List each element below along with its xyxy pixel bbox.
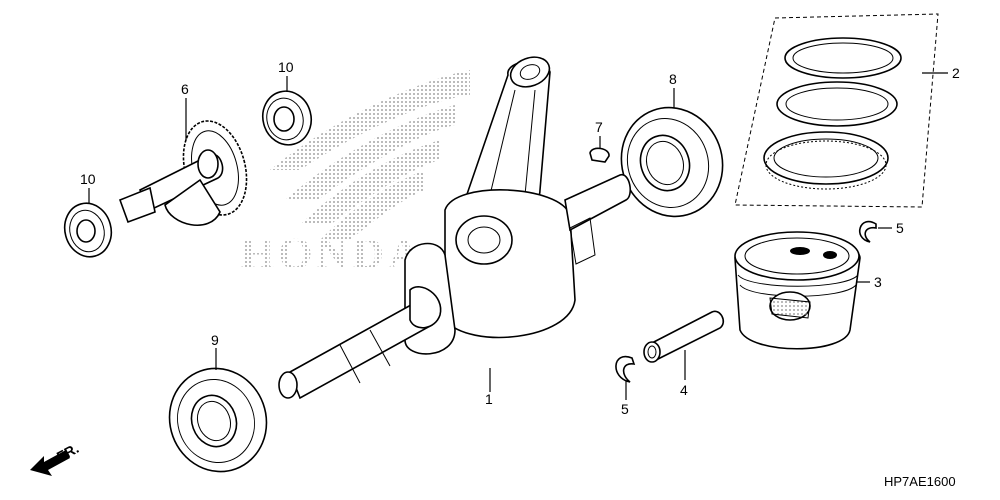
clip-right [858, 220, 877, 243]
front-direction-indicator: FR. [30, 440, 81, 476]
crankshaft-assembly [278, 56, 632, 400]
callout-piston: 3 [874, 274, 882, 290]
front-arrow-icon [30, 450, 70, 476]
piston-ring-box [734, 13, 939, 208]
bearing-left [168, 367, 268, 473]
woodruff-key [589, 147, 610, 163]
callout-clip-right: 5 [896, 220, 904, 236]
callout-piston-rings: 2 [952, 65, 960, 81]
honda-wing-logo: HONDA [240, 70, 470, 278]
callout-bearing-top: 10 [278, 59, 294, 75]
callout-bearing-right: 8 [669, 71, 677, 87]
callout-bearing-left: 9 [211, 332, 219, 348]
piston [734, 231, 861, 350]
callout-woodruff-key: 7 [595, 119, 603, 135]
callout-balancer-shaft: 6 [181, 81, 189, 97]
clip-bottom [615, 355, 636, 383]
diagram-code: HP7AE1600 [884, 474, 956, 489]
callout-piston-pin: 4 [680, 382, 688, 398]
callout-crankshaft: 1 [485, 391, 493, 407]
piston-pin [643, 310, 725, 363]
piston-rings [763, 37, 902, 190]
balancer-shaft [118, 120, 248, 227]
bearing-right [620, 106, 724, 218]
bearing-small-left [63, 202, 113, 258]
leader-lines [88, 72, 948, 400]
callout-clip-bottom: 5 [621, 401, 629, 417]
honda-watermark-text: HONDA [240, 229, 424, 278]
callout-bearing-small-left: 10 [80, 171, 96, 187]
bearing-top [261, 90, 313, 146]
